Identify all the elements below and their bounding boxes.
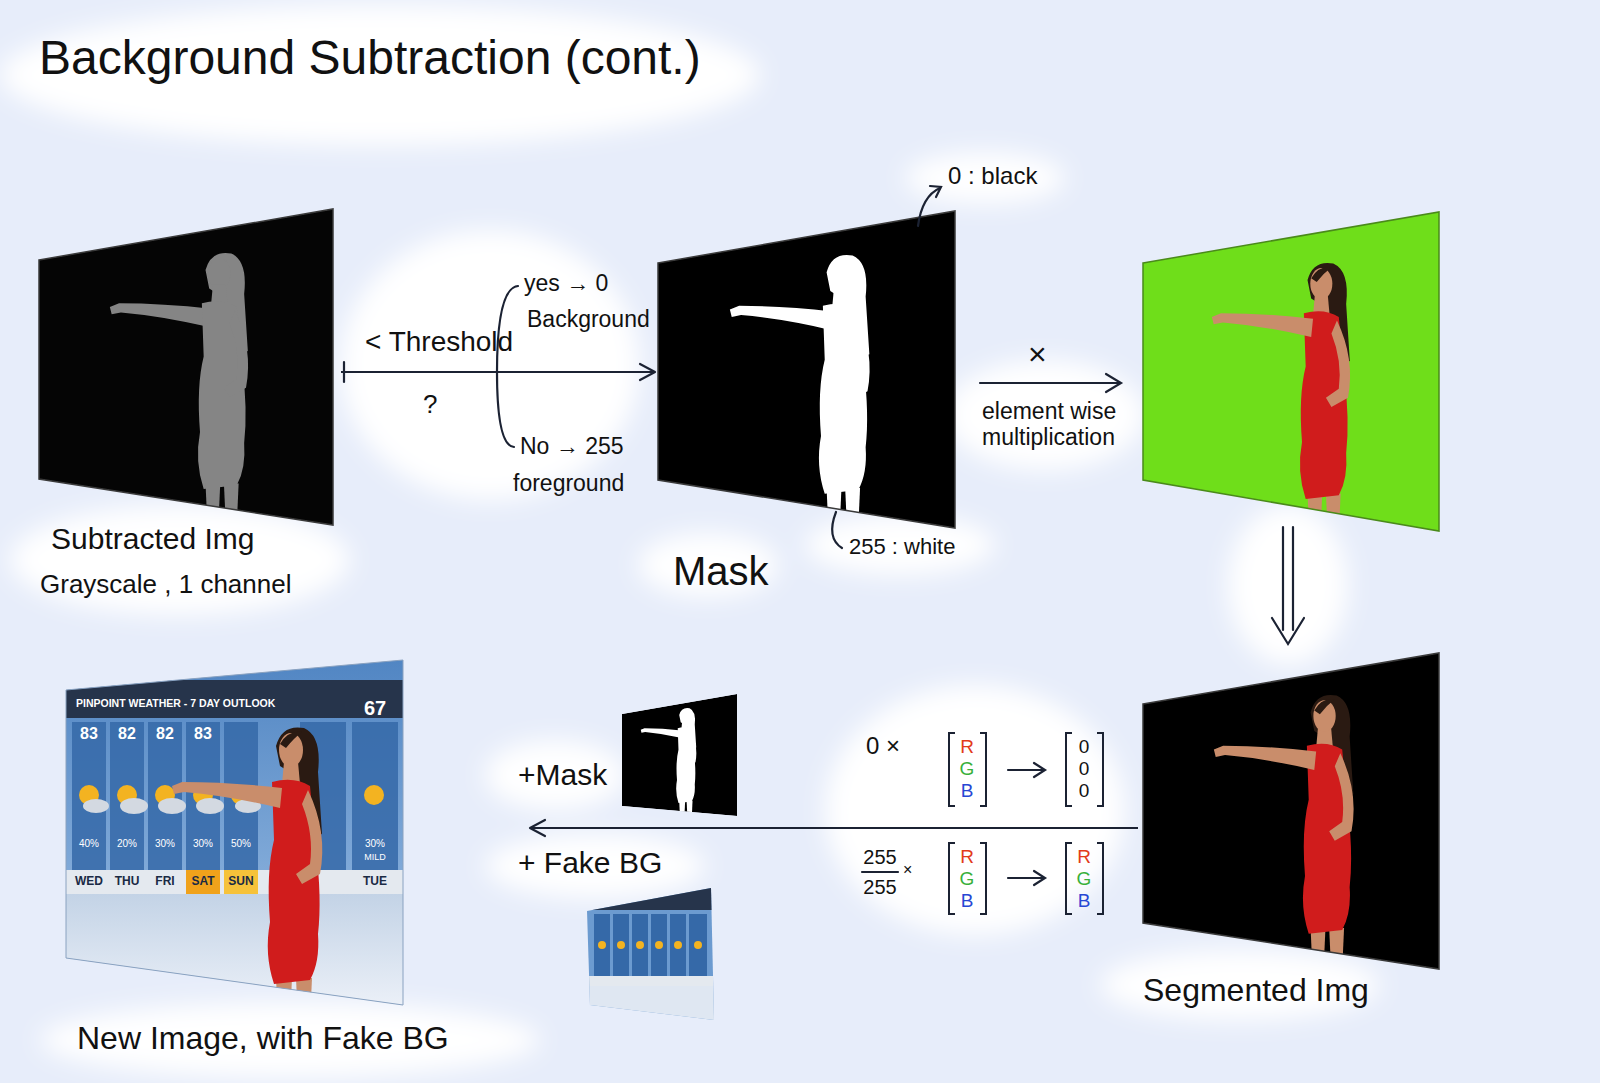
handdrawn-strokes — [344, 186, 1304, 885]
board-header: PINPOINT WEATHER - 7 DAY OUTLOOK — [76, 697, 275, 709]
panel-edge — [66, 660, 403, 1005]
matrix-entry: 0 — [1072, 780, 1096, 802]
board-percent: 30% — [148, 838, 182, 850]
step-note: + Fake BG — [518, 846, 662, 881]
image-panel: New Image, with Fake BG — [60, 650, 530, 1065]
arrow-head — [640, 364, 655, 380]
fraction-part: 255 — [858, 876, 902, 899]
matrix-entry: G — [955, 868, 979, 890]
board-temp: 67 — [352, 697, 398, 720]
board-percent: 40% — [72, 838, 106, 850]
board-percent: 30% — [186, 838, 220, 850]
image-panel: Mask — [655, 205, 960, 590]
question-mark: ? — [423, 390, 437, 420]
connector-line — [341, 371, 655, 373]
board-temp: 82 — [110, 725, 144, 743]
board-temp: 83 — [72, 725, 106, 743]
branch-label: No → 255 — [520, 433, 624, 459]
branch-label: yes → 0 — [524, 270, 608, 296]
panel-edge — [1143, 653, 1439, 969]
fake-bg-thumbnail — [580, 880, 720, 1026]
connector-arrow — [341, 364, 655, 380]
board-day: WED — [72, 875, 106, 889]
board-percent: 20% — [110, 838, 144, 850]
board-day: FRI — [148, 875, 182, 889]
callout-note: 255 : white — [849, 534, 955, 559]
branch-label: Background — [527, 306, 650, 332]
panel-edge — [39, 209, 333, 525]
panel-caption: Mask — [673, 548, 769, 594]
operator-symbol: × — [903, 861, 912, 879]
subtracted-image — [39, 209, 333, 525]
matrix-entry: G — [955, 758, 979, 780]
step-note: +Mask — [518, 758, 607, 793]
panel-caption: Subtracted Img — [51, 522, 254, 557]
board-day: SUN — [224, 875, 258, 889]
board-percent: 50% — [224, 838, 258, 850]
fraction-part: 255 — [858, 846, 902, 869]
board-day: SAT — [186, 875, 220, 889]
image-panel: Segmented Img — [1138, 650, 1448, 1030]
panel-edge — [658, 211, 955, 528]
matrix-brackets — [949, 733, 1103, 914]
operator-symbol: × — [1028, 336, 1047, 373]
segmented-image — [1143, 653, 1439, 969]
branch-label: foreground — [513, 470, 624, 496]
callout-note: 0 : black — [948, 162, 1037, 190]
board-day: TUE — [352, 875, 398, 889]
composite-image — [60, 650, 410, 1022]
board-temp: 83 — [186, 725, 220, 743]
panel-edge — [1143, 212, 1439, 531]
arrow-head — [530, 820, 545, 836]
image-panel: Subtracted ImgGrayscale , 1 channel — [36, 200, 341, 615]
panel-caption: New Image, with Fake BG — [77, 1020, 449, 1057]
matrix-entry: B — [955, 890, 979, 912]
matrix-entry: R — [1072, 846, 1096, 868]
matrix-entry: B — [1072, 890, 1096, 912]
matrix-entry: B — [955, 780, 979, 802]
green-screen-image — [1143, 212, 1439, 534]
scalar-factor: 0 × — [866, 732, 900, 760]
mask-thumbnail — [622, 694, 737, 817]
panel-caption: Grayscale , 1 channel — [40, 570, 291, 600]
matrix-entry: 0 — [1072, 758, 1096, 780]
matrix-entry: G — [1072, 868, 1096, 890]
board-percent: 30% — [352, 838, 398, 850]
matrix-entry: 0 — [1072, 736, 1096, 758]
matrix-entry: R — [955, 736, 979, 758]
mask-image — [658, 211, 955, 529]
panel-caption: Segmented Img — [1143, 972, 1369, 1009]
connector-line — [530, 827, 1138, 829]
board-day: THU — [110, 875, 144, 889]
matrix-entry: R — [955, 846, 979, 868]
diagram-title: Background Subtraction (cont.) — [39, 30, 701, 85]
operation-note: element wise multiplication — [982, 398, 1137, 451]
connector-arrow — [530, 820, 1138, 836]
board-temp: 82 — [148, 725, 182, 743]
threshold-note: < Threshold — [365, 326, 513, 358]
board-note: MILD — [352, 852, 398, 862]
